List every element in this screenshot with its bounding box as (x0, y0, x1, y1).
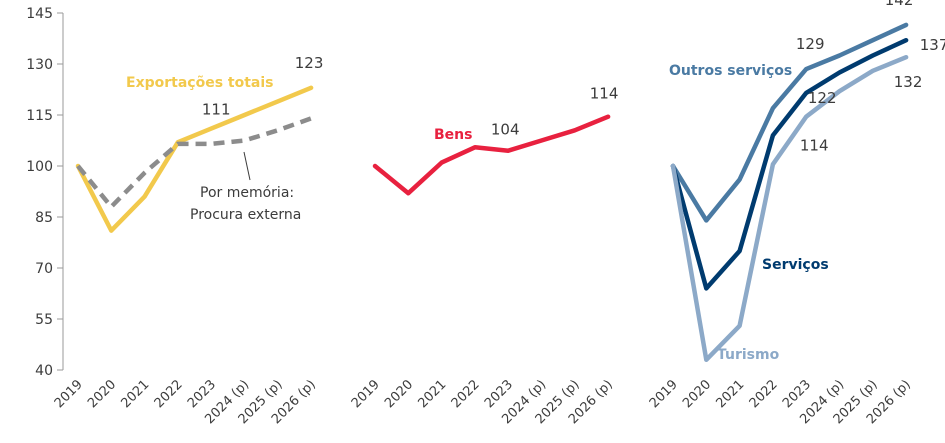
data-label: 142 (885, 0, 914, 9)
y-tick-label: 130 (26, 57, 53, 73)
data-label: 132 (894, 73, 923, 91)
label-turismo: Turismo (717, 347, 780, 363)
memoria-pointer-line (243, 151, 251, 181)
series-line-por-mem-ria-procura-externa (76, 116, 312, 210)
data-label: 122 (808, 89, 837, 107)
series-line-outros-servi-os (670, 22, 909, 223)
x-tick-label: 2020 (85, 377, 119, 411)
data-label: 137 (920, 36, 945, 54)
x-tick-label: 2021 (713, 377, 747, 411)
label-memoria-line1: Por memória: (200, 185, 294, 201)
label-bens: Bens (434, 127, 472, 143)
y-axis: 40 55 70 85 100 115 130 145 (26, 6, 64, 379)
series-line-exporta-es-totais (75, 85, 314, 233)
x-tick-label: 2019 (52, 377, 86, 411)
x-tick-label: 2019 (647, 377, 681, 411)
series-lines (75, 22, 909, 363)
label-memoria-line2: Procura externa (190, 207, 301, 223)
y-tick-label: 85 (35, 210, 53, 226)
x-tick-label: 2022 (747, 377, 781, 411)
y-tick-label: 115 (26, 108, 53, 124)
data-label: 114 (590, 85, 619, 103)
label-servicos: Serviços (762, 257, 829, 273)
x-tick-label: 2020 (382, 377, 416, 411)
data-label: 129 (796, 35, 825, 53)
y-tick-label: 70 (35, 261, 53, 277)
series-line-bens (372, 114, 611, 196)
series-line-servi-os (670, 37, 909, 291)
x-tick-label: 2022 (449, 377, 483, 411)
x-tick-label: 2021 (118, 377, 152, 411)
y-tick-label: 100 (26, 159, 53, 175)
data-labels: 111 123 104 114 129 142 122 137 114 132 (202, 0, 945, 155)
data-label: 114 (800, 137, 829, 155)
x-tick-label: 2019 (349, 377, 383, 411)
data-label: 104 (491, 121, 520, 139)
series-line-turismo (670, 54, 909, 363)
x-tick-label: 2022 (152, 377, 186, 411)
y-tick-label: 40 (35, 363, 53, 379)
y-tick-label: 55 (35, 312, 53, 328)
y-tick-label: 145 (26, 6, 53, 22)
x-tick-label: 2020 (680, 377, 714, 411)
label-outros-servicos: Outros serviços (669, 63, 792, 79)
x-tick-label: 2021 (415, 377, 449, 411)
data-label: 111 (202, 101, 231, 119)
label-exportacoes-totais: Exportações totais (126, 75, 273, 91)
data-label: 123 (295, 54, 324, 72)
